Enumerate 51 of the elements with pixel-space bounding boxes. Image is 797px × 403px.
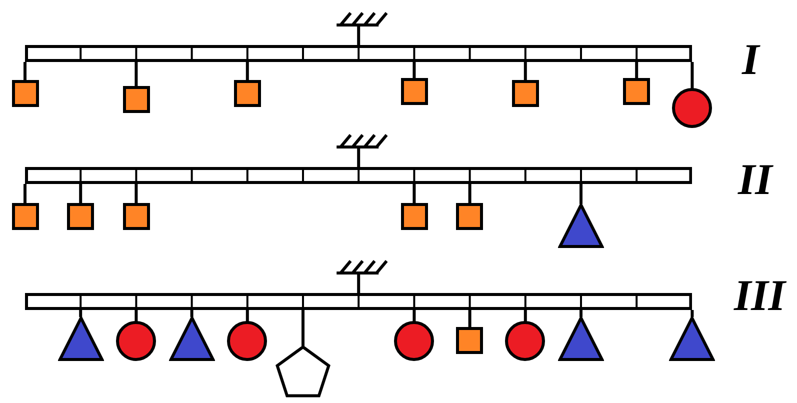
circle-weight [394, 321, 434, 361]
square-weight [12, 80, 38, 107]
circle-weight [227, 321, 268, 361]
balance-beam [25, 45, 692, 62]
hanging-string [580, 184, 582, 204]
hanging-string [134, 62, 138, 87]
square-weight [456, 327, 484, 354]
hanging-string [412, 310, 416, 322]
hanging-string [690, 62, 694, 89]
square-weight [400, 78, 428, 105]
hanging-string [580, 310, 582, 317]
hanging-string [24, 62, 26, 81]
circle-weight [672, 88, 712, 128]
square-weight [122, 86, 150, 113]
hanging-string [79, 184, 82, 204]
hanging-string [690, 310, 694, 317]
square-weight [623, 78, 650, 105]
square-weight [234, 80, 261, 107]
square-weight [12, 203, 38, 230]
triangle-weight [58, 316, 104, 361]
square-weight [400, 203, 428, 230]
hanging-string [134, 184, 138, 204]
triangle-weight [558, 316, 604, 361]
hanging-string [302, 310, 304, 346]
circle-weight [116, 321, 156, 361]
hanging-string [24, 184, 26, 204]
hanging-string [246, 62, 249, 81]
hanging-string [190, 310, 194, 317]
triangle-weight [669, 316, 716, 361]
hanging-string [468, 184, 472, 204]
triangle-weight [558, 203, 604, 248]
row-numeral: III [734, 274, 786, 318]
balance-beam [25, 167, 692, 184]
circle-weight [505, 321, 546, 361]
row-numeral: II [738, 158, 772, 202]
hanging-string [468, 310, 472, 328]
hanging-string [246, 310, 249, 322]
hanging-string [524, 62, 527, 81]
hanging-string [412, 62, 416, 79]
square-weight [67, 203, 94, 230]
hanging-string [79, 310, 82, 317]
hanging-string [635, 62, 638, 79]
triangle-weight [168, 316, 215, 361]
hanging-string [412, 184, 416, 204]
row-numeral: I [742, 38, 760, 82]
hanging-string [524, 310, 527, 322]
square-weight [122, 203, 150, 230]
hanging-string [134, 310, 138, 322]
square-weight [456, 203, 484, 230]
square-weight [512, 80, 539, 107]
balance-beam [25, 293, 692, 310]
